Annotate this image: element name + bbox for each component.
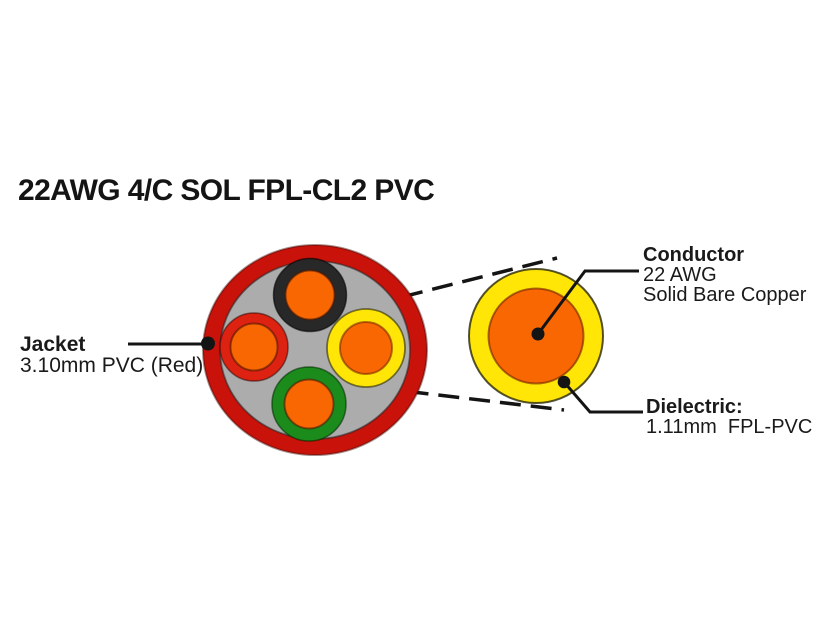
conductor-leader-line [536,269,639,335]
conductor-yellow-copper-core [339,321,393,375]
dielectric-label-heading: Dielectric: [646,396,743,418]
dielectric-label-detail: 1.11mm FPL-PVC [646,416,813,438]
conductor-red [219,312,289,382]
jacket-label-heading: Jacket [20,333,86,356]
page-title: 22AWG 4/C SOL FPL-CL2 PVC [18,174,435,207]
dielectric-leader-line [562,381,643,414]
jacket-callout-dot [201,336,215,351]
conductor-green-copper-core [283,378,335,430]
jacket-label-detail: 3.10mm PVC (Red) [20,354,204,377]
conductor-label-material: Solid Bare Copper [643,284,807,306]
single-conductor-detail [468,268,604,404]
callout-lines [128,269,643,414]
dielectric-label: Dielectric: 1.11mm FPL-PVC [646,397,812,437]
conductor-label-heading: Conductor [643,244,745,266]
conductor-label: Conductor 22 AWG Solid Bare Copper [643,245,806,305]
cable-cross-section [202,244,428,456]
conductor-yellow [326,308,406,388]
conductor-red-copper-core [229,322,279,372]
jacket-label: Jacket 3.10mm PVC (Red) [20,334,203,376]
conductor-label-gauge: 22 AWG [643,264,717,286]
conductor-green [271,366,347,442]
conductor-black [272,257,348,333]
conductor-black-copper-core [284,269,336,321]
